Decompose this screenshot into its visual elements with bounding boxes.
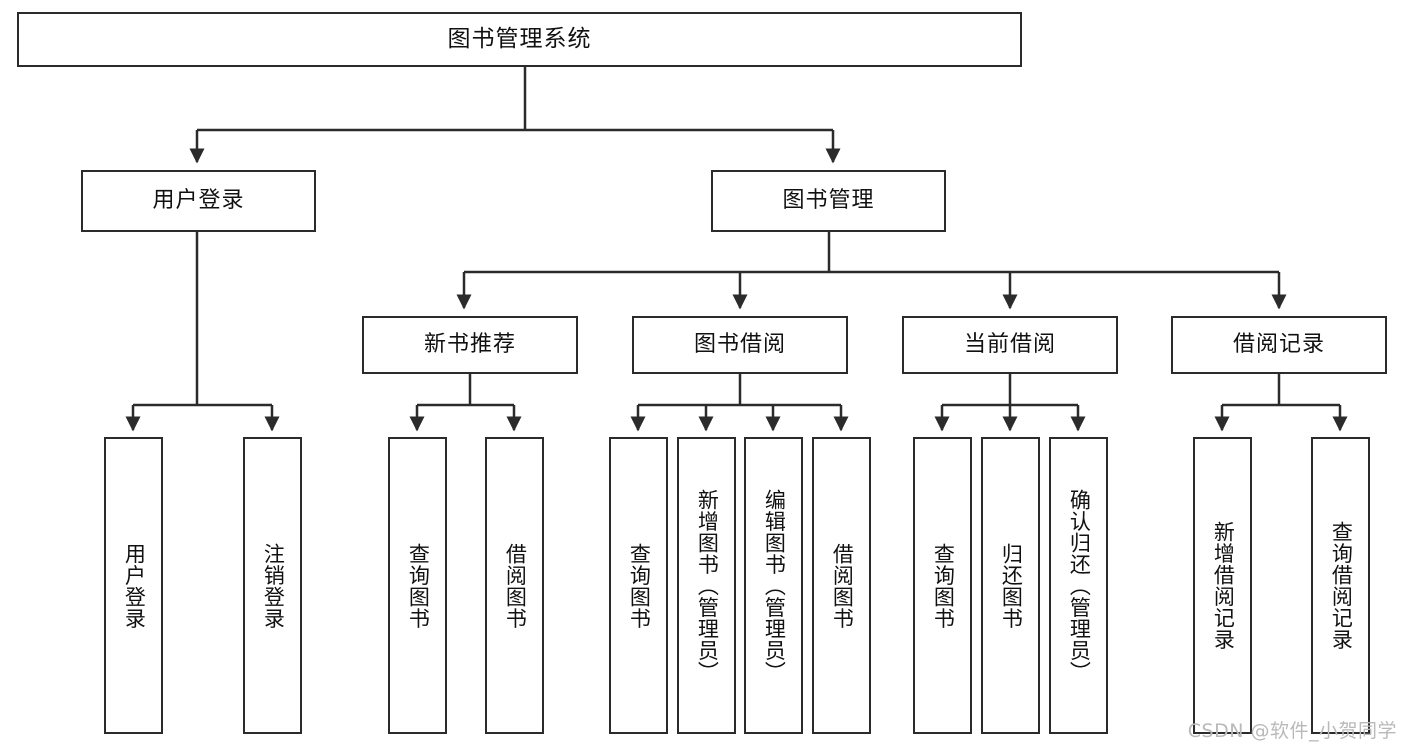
- node-current-borrow[interactable]: 当前借阅: [902, 316, 1118, 374]
- leaf-new-book-borrow[interactable]: 借阅图书: [485, 437, 544, 734]
- leaf-borrow-record-add[interactable]: 新增借阅记录: [1193, 437, 1252, 734]
- leaf-user-login-signout[interactable]: 注销登录: [243, 437, 302, 734]
- leaf-current-borrow-return[interactable]: 归还图书: [981, 437, 1040, 734]
- leaf-current-borrow-query[interactable]: 查询图书: [913, 437, 972, 734]
- leaf-new-book-query[interactable]: 查询图书: [388, 437, 447, 734]
- node-book-borrow[interactable]: 图书借阅: [632, 316, 848, 374]
- csdn-watermark: CSDN @软件_小贺同学: [1187, 720, 1397, 742]
- node-borrow-record[interactable]: 借阅记录: [1171, 316, 1387, 374]
- leaf-book-borrow-edit[interactable]: 编辑图书（管理员）: [744, 437, 803, 734]
- node-user-login[interactable]: 用户登录: [81, 170, 316, 232]
- leaf-borrow-record-query[interactable]: 查询借阅记录: [1311, 437, 1370, 734]
- leaf-book-borrow-lend[interactable]: 借阅图书: [812, 437, 871, 734]
- leaf-user-login-signin[interactable]: 用户登录: [104, 437, 163, 734]
- node-new-book-recommend[interactable]: 新书推荐: [362, 316, 578, 374]
- node-book-management[interactable]: 图书管理: [711, 170, 946, 232]
- leaf-book-borrow-query[interactable]: 查询图书: [609, 437, 668, 734]
- node-root-system[interactable]: 图书管理系统: [17, 12, 1022, 67]
- leaf-current-borrow-confirm-return[interactable]: 确认归还（管理员）: [1049, 437, 1108, 734]
- leaf-book-borrow-add[interactable]: 新增图书（管理员）: [677, 437, 736, 734]
